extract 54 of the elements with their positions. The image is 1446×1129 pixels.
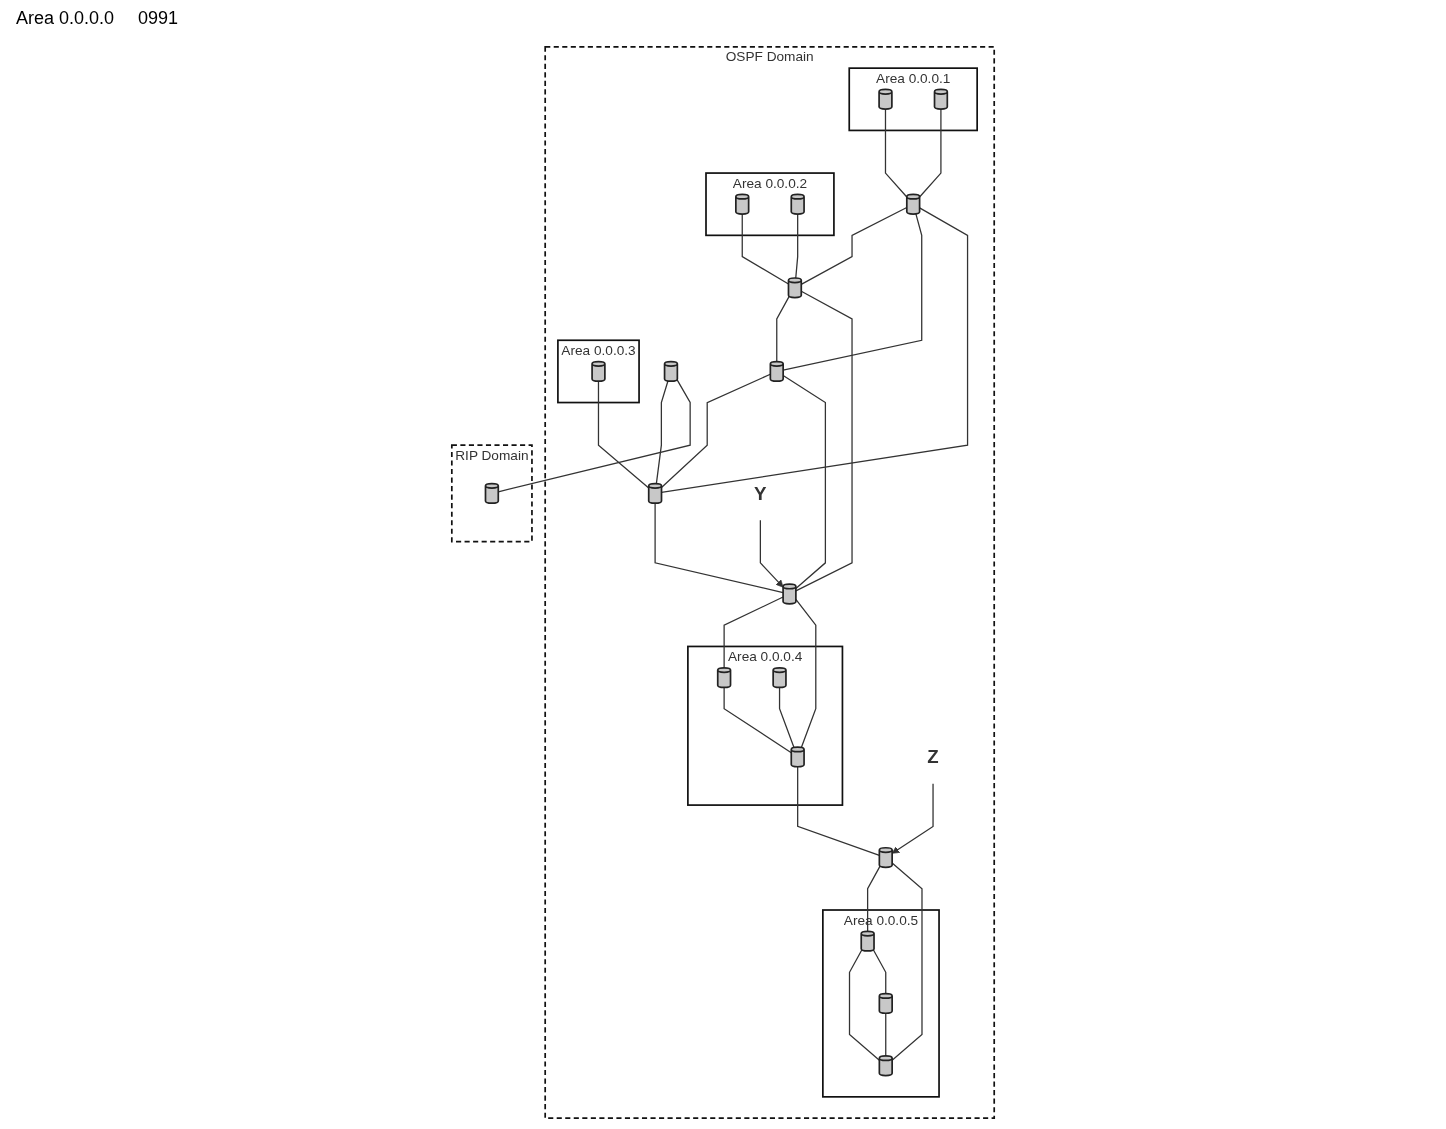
node-text: Y [754, 482, 767, 505]
cluster: Area 0.0.0.2 [705, 172, 835, 237]
node-cylinder [878, 1055, 893, 1077]
connector [866, 865, 881, 932]
connector [654, 502, 784, 594]
connector [795, 213, 799, 279]
node-cylinder [878, 846, 893, 869]
connector [655, 380, 669, 485]
connector [795, 598, 817, 749]
connector [778, 686, 795, 749]
node-cylinder [878, 88, 893, 110]
node-cylinder [484, 482, 500, 505]
connector [848, 949, 880, 1061]
cluster: Area 0.0.0.3 [557, 339, 640, 404]
connector [741, 213, 790, 285]
connector [884, 108, 908, 198]
connector [597, 380, 650, 489]
connector [723, 686, 792, 754]
node-cylinder [716, 666, 732, 689]
arrow [891, 783, 934, 854]
connector [782, 374, 826, 590]
node-cylinder [905, 193, 921, 215]
connector [723, 596, 784, 669]
connector [918, 108, 942, 198]
note-label: Area 0.0.0.0 [16, 8, 115, 29]
node-cylinder [787, 277, 803, 299]
node-cylinder [647, 482, 663, 505]
node-cylinder [734, 193, 750, 215]
arrow [759, 519, 784, 588]
node-cylinder [663, 360, 679, 383]
connector [800, 206, 908, 285]
connector [497, 379, 691, 493]
node-cylinder [790, 193, 805, 215]
node-cylinder [769, 360, 784, 383]
connector [782, 213, 923, 371]
cluster: RIP Domain [450, 444, 533, 543]
cluster: Area 0.0.0.1 [848, 67, 978, 132]
connector [776, 295, 790, 363]
note-label: 0991 [138, 8, 179, 29]
connector [660, 373, 771, 489]
node-cylinder [860, 930, 875, 952]
node-cylinder [782, 583, 797, 605]
node-text: Z [927, 746, 939, 768]
connector [891, 862, 923, 1061]
node-cylinder [591, 360, 606, 383]
cluster: Area 0.0.0.4 [687, 645, 844, 806]
node-cylinder [878, 992, 893, 1015]
connector [795, 290, 853, 592]
connector [885, 1012, 887, 1057]
node-cylinder [790, 746, 805, 768]
node-cylinder [933, 88, 949, 110]
node-cylinder [772, 666, 787, 689]
connector [872, 949, 887, 995]
connector [797, 766, 880, 856]
